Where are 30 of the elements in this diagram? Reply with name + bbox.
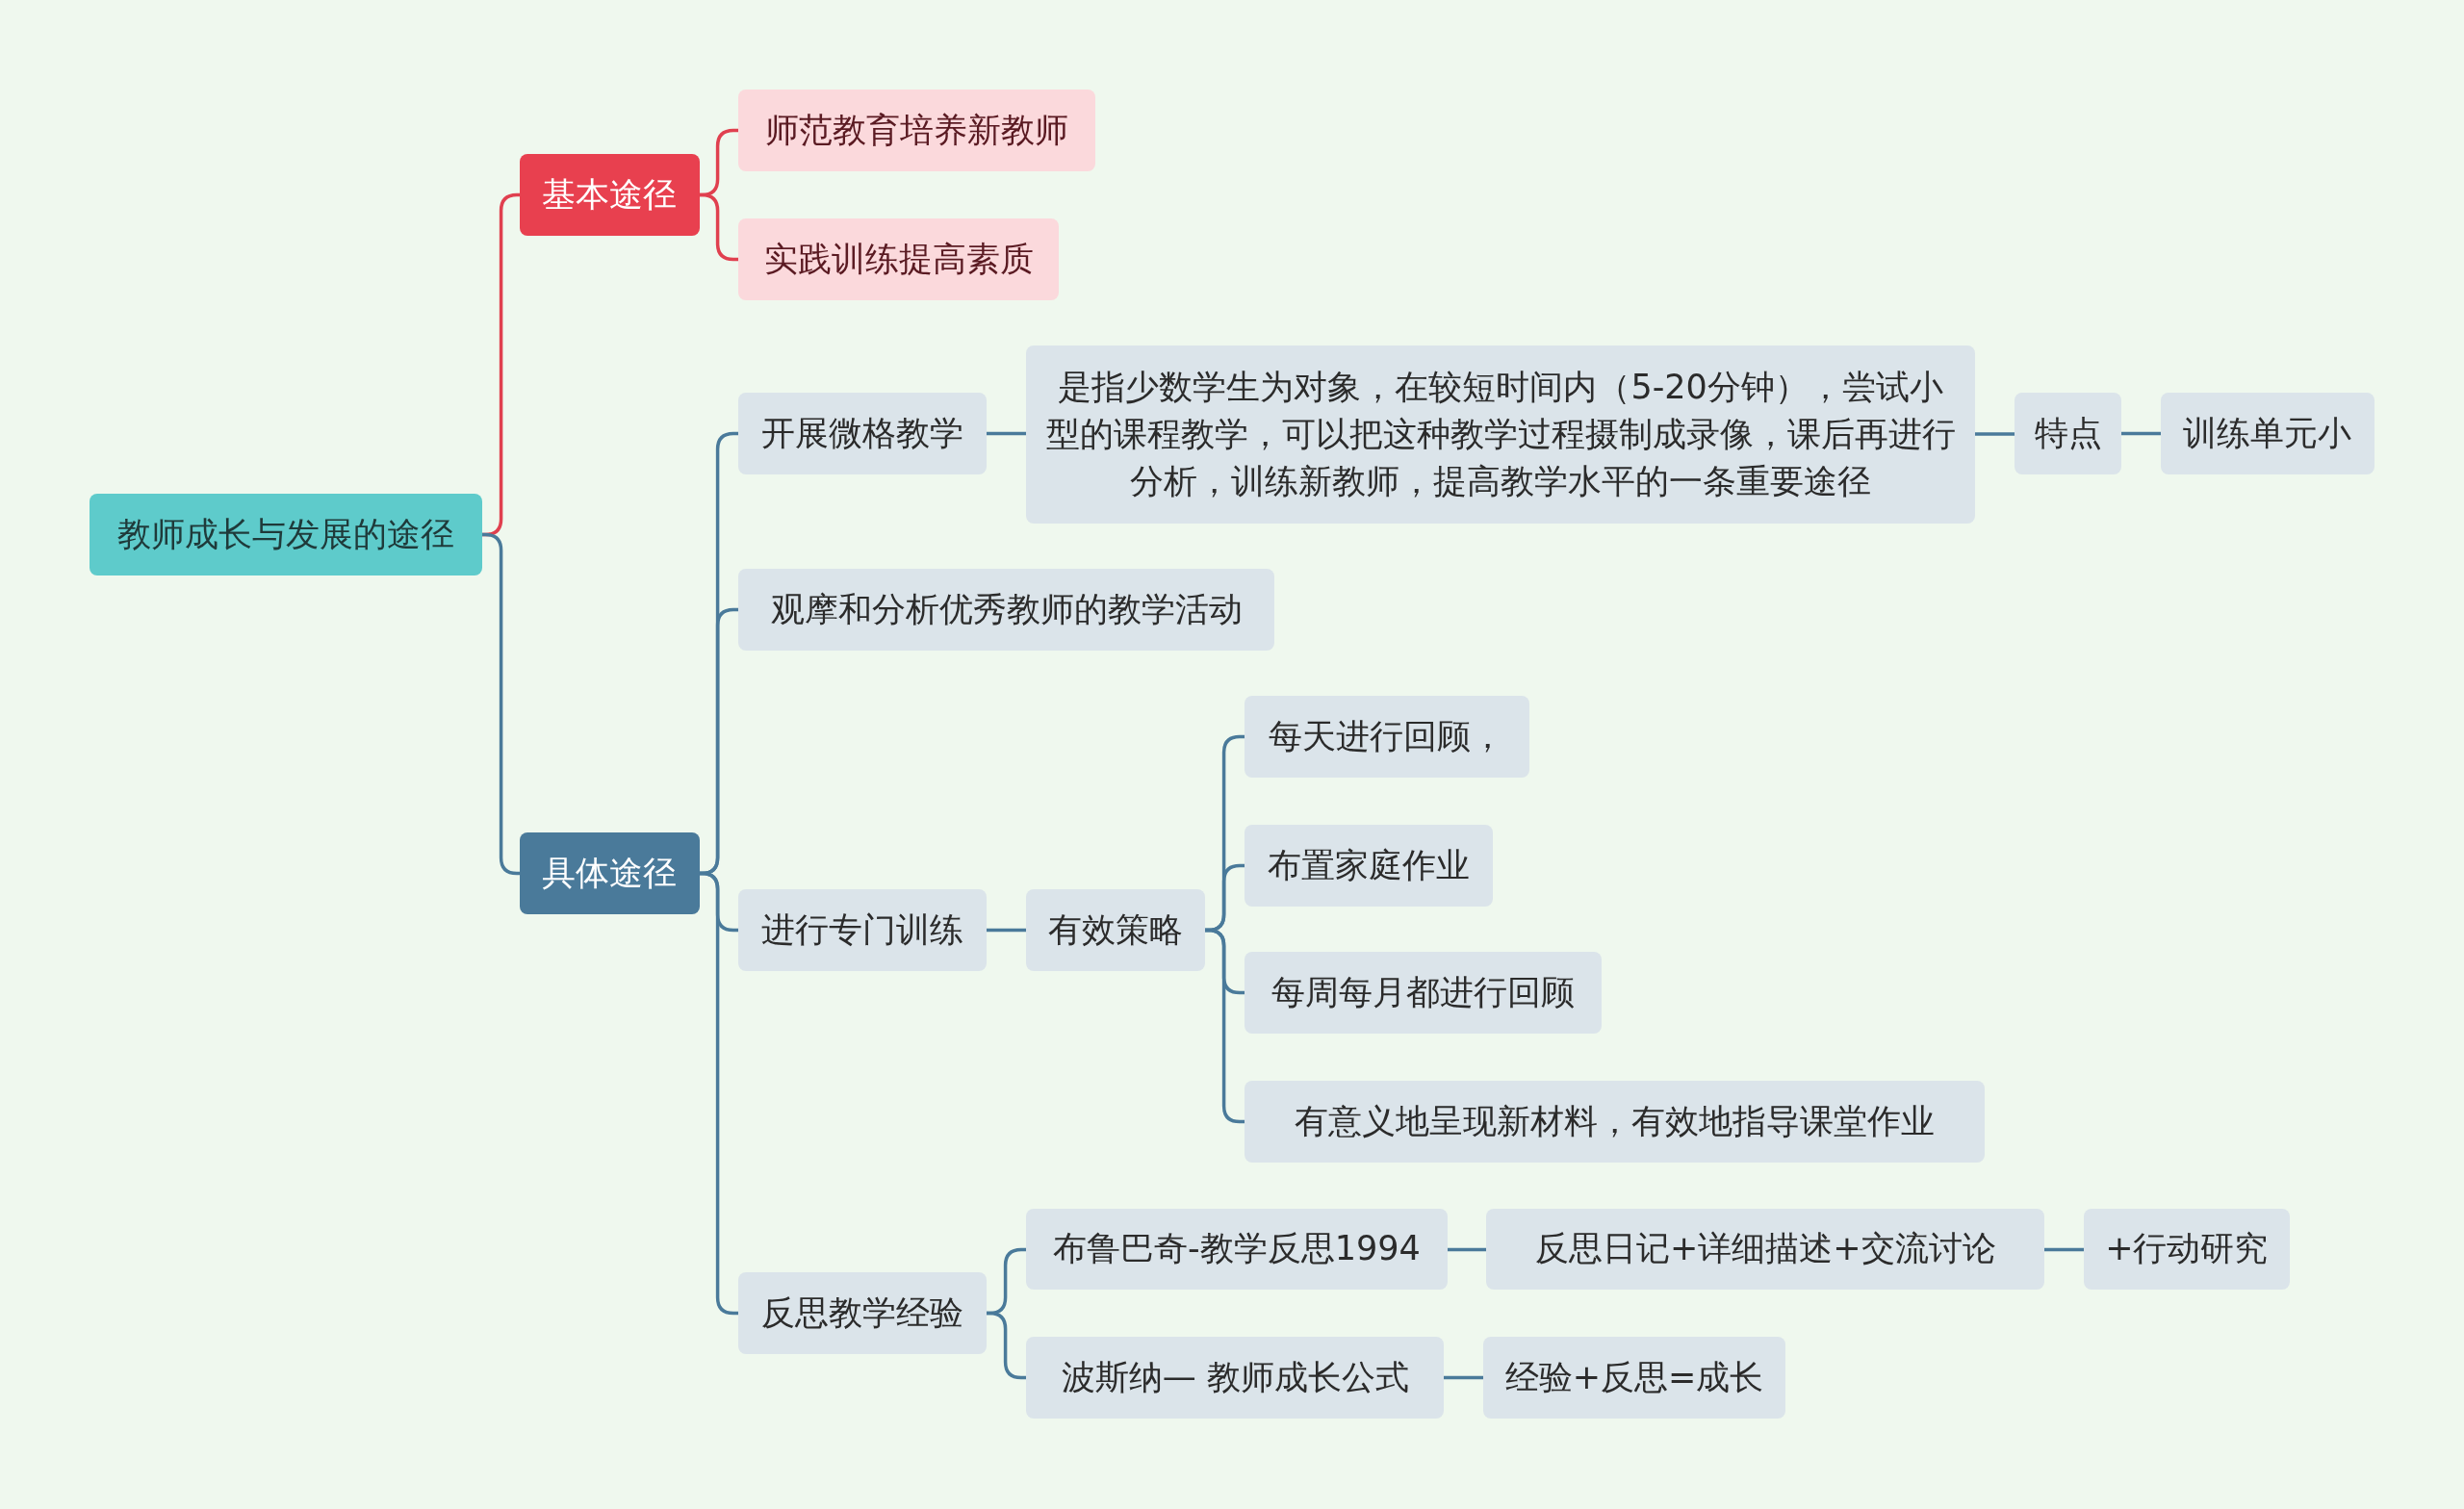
description-box: 是指少数学生为对象，在较短时间内（5-20分钟），尝试小型的课程教学，可以把这种教学过程摄制成录像，课后再进行分析，训练新教师，提高教学水平的一条重要途径 xyxy=(1026,345,1976,524)
connector-line xyxy=(987,431,1026,436)
topic-box: 进行专门训练 xyxy=(738,889,988,971)
topic-box: 每天进行回顾， xyxy=(1245,696,1529,779)
branch-box: 基本途径 xyxy=(520,154,700,236)
connector-line xyxy=(987,928,1026,933)
topic-box: 有意义地呈现新材料，有效地指导课堂作业 xyxy=(1245,1081,1985,1164)
topic-box: 反思教学经验 xyxy=(738,1272,988,1355)
topic-box: 波斯纳— 教师成长公式 xyxy=(1026,1337,1445,1419)
topic-box: 有效策略 xyxy=(1026,889,1206,971)
topic-box: 布鲁巴奇-教学反思1994 xyxy=(1026,1208,1448,1291)
topic-box: 布置家庭作业 xyxy=(1245,825,1493,908)
topic-box: +行动研究 xyxy=(2083,1208,2290,1291)
topic-box: 经验+反思=成长 xyxy=(1483,1337,1785,1419)
connector-line xyxy=(2044,1247,2084,1252)
connector-line xyxy=(1975,432,2015,436)
connector-line xyxy=(2121,431,2161,436)
topic-box: 实践训练提高素质 xyxy=(738,217,1060,300)
topic-box: 师范教育培养新教师 xyxy=(738,90,1095,171)
topic-box: 每周每月都进行回顾 xyxy=(1245,952,1602,1035)
connector-line xyxy=(698,871,738,1316)
branch-box: 具体途径 xyxy=(520,832,700,915)
root-topic-box: 教师成长与发展的途径 xyxy=(90,493,483,575)
connector-line xyxy=(1448,1247,1486,1252)
topic-box: 反思日记+详细描述+交流讨论 xyxy=(1486,1208,2045,1291)
topic-box: 训练单元小 xyxy=(2160,393,2374,475)
topic-box: 观摩和分析优秀教师的教学活动 xyxy=(738,569,1275,651)
topic-box: 特点 xyxy=(2015,393,2122,475)
connector-line xyxy=(1444,1375,1483,1380)
topic-box: 开展微格教学 xyxy=(738,393,988,475)
